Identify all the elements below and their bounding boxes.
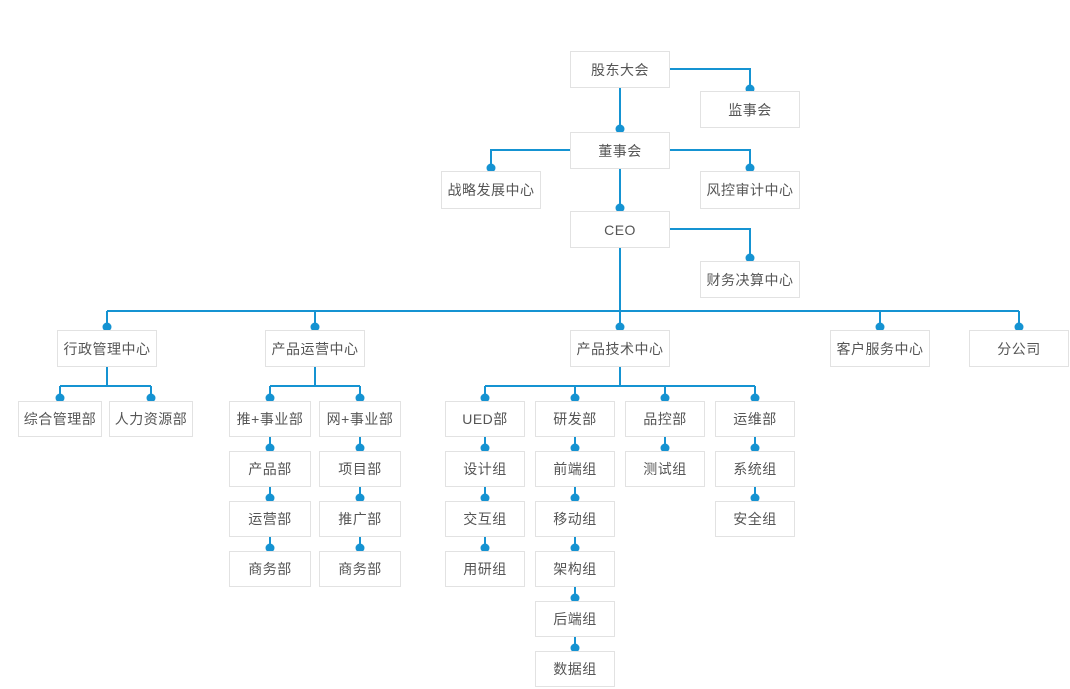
node-data-group[interactable]: 数据组 (535, 651, 615, 687)
node-testing-group[interactable]: 测试组 (625, 451, 705, 487)
node-rd-dept[interactable]: 研发部 (535, 401, 615, 437)
node-label: 运维部 (733, 411, 777, 427)
node-wang-business-dept[interactable]: 网+事业部 (319, 401, 401, 437)
node-label: 产品技术中心 (576, 340, 664, 357)
node-user-research-group[interactable]: 用研组 (445, 551, 525, 587)
node-label: 后端组 (553, 611, 597, 627)
node-operations-dept[interactable]: 运营部 (229, 501, 311, 537)
node-label: 系统组 (733, 461, 777, 477)
node-business-dept-wang[interactable]: 商务部 (319, 551, 401, 587)
node-security-group[interactable]: 安全组 (715, 501, 795, 537)
node-label: 分公司 (997, 340, 1041, 357)
node-label: 研发部 (553, 411, 597, 427)
node-label: 行政管理中心 (63, 340, 151, 357)
node-risk-audit-center[interactable]: 风控审计中心 (700, 171, 800, 209)
node-label: 董事会 (598, 142, 642, 159)
node-label: 测试组 (643, 461, 687, 477)
node-label: 风控审计中心 (706, 182, 794, 198)
node-product-tech-center[interactable]: 产品技术中心 (570, 330, 670, 367)
node-frontend-group[interactable]: 前端组 (535, 451, 615, 487)
node-project-dept[interactable]: 项目部 (319, 451, 401, 487)
node-shareholders-meeting[interactable]: 股东大会 (570, 51, 670, 88)
node-label: 产品运营中心 (271, 340, 359, 357)
node-board-of-directors[interactable]: 董事会 (570, 132, 670, 169)
node-label: 前端组 (553, 461, 597, 477)
node-backend-group[interactable]: 后端组 (535, 601, 615, 637)
node-label: 战略发展中心 (447, 182, 535, 198)
node-architecture-group[interactable]: 架构组 (535, 551, 615, 587)
node-admin-center[interactable]: 行政管理中心 (57, 330, 157, 367)
node-label: 品控部 (643, 411, 687, 427)
connector-dots (55, 84, 1024, 653)
node-customer-service-center[interactable]: 客户服务中心 (830, 330, 930, 367)
node-label: 商务部 (338, 561, 382, 577)
node-strategy-center[interactable]: 战略发展中心 (441, 171, 541, 209)
node-product-ops-center[interactable]: 产品运营中心 (265, 330, 365, 367)
node-label: 产品部 (248, 461, 292, 477)
node-product-dept[interactable]: 产品部 (229, 451, 311, 487)
node-label: 交互组 (463, 511, 507, 527)
node-label: 监事会 (728, 101, 772, 118)
node-label: 移动组 (553, 511, 597, 527)
node-label: 推+事业部 (236, 411, 304, 427)
node-business-dept-tui[interactable]: 商务部 (229, 551, 311, 587)
node-label: 股东大会 (591, 61, 649, 78)
node-label: CEO (604, 221, 636, 238)
node-label: 安全组 (733, 511, 777, 527)
node-label: 人力资源部 (114, 411, 188, 427)
node-supervisory-board[interactable]: 监事会 (700, 91, 800, 128)
node-promotion-dept[interactable]: 推广部 (319, 501, 401, 537)
node-label: 推广部 (338, 511, 382, 527)
node-design-group[interactable]: 设计组 (445, 451, 525, 487)
node-label: 财务决算中心 (706, 271, 794, 288)
node-ceo[interactable]: CEO (570, 211, 670, 248)
node-hr-dept[interactable]: 人力资源部 (109, 401, 193, 437)
node-label: 设计组 (463, 461, 507, 477)
node-label: UED部 (462, 411, 508, 427)
node-label: 架构组 (553, 561, 597, 577)
node-label: 数据组 (553, 661, 597, 677)
node-ued-dept[interactable]: UED部 (445, 401, 525, 437)
node-tui-business-dept[interactable]: 推+事业部 (229, 401, 311, 437)
node-ops-dept[interactable]: 运维部 (715, 401, 795, 437)
node-label: 网+事业部 (326, 411, 394, 427)
node-qc-dept[interactable]: 品控部 (625, 401, 705, 437)
node-general-admin-dept[interactable]: 综合管理部 (18, 401, 102, 437)
node-label: 运营部 (248, 511, 292, 527)
node-label: 客户服务中心 (836, 340, 924, 357)
node-label: 综合管理部 (23, 411, 97, 427)
node-label: 项目部 (338, 461, 382, 477)
node-finance-center[interactable]: 财务决算中心 (700, 261, 800, 298)
node-system-group[interactable]: 系统组 (715, 451, 795, 487)
node-interaction-group[interactable]: 交互组 (445, 501, 525, 537)
node-mobile-group[interactable]: 移动组 (535, 501, 615, 537)
node-label: 用研组 (463, 561, 507, 577)
node-branch-company[interactable]: 分公司 (969, 330, 1069, 367)
node-label: 商务部 (248, 561, 292, 577)
